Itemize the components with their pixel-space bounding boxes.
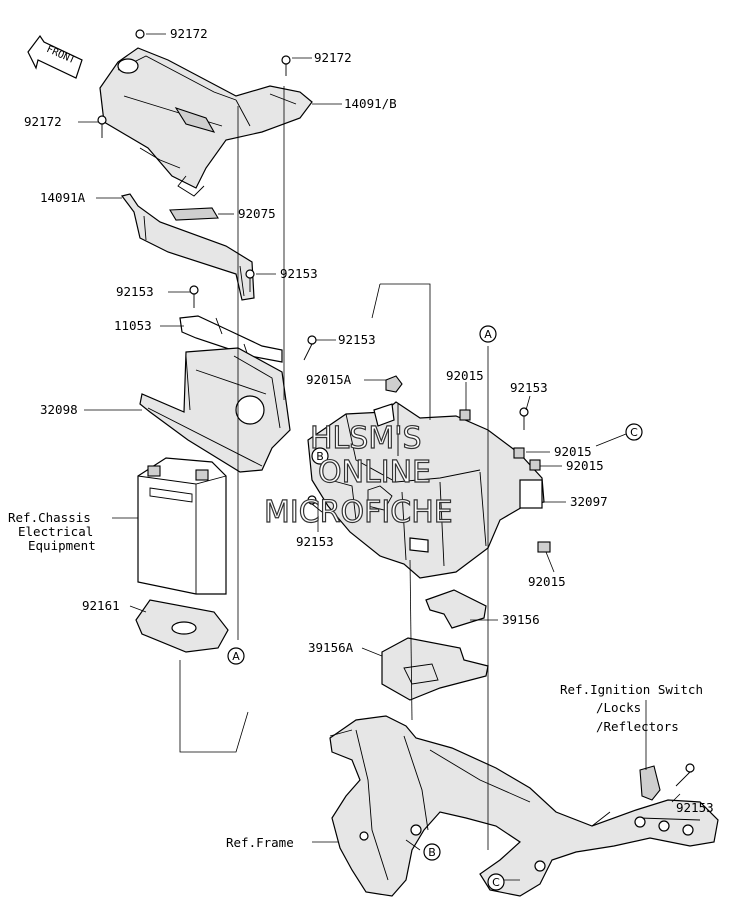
svg-text:A: A: [484, 328, 492, 341]
ignition-reference: Ref.Ignition Switch /Locks /Reflectors: [560, 682, 703, 734]
frame-part: [329, 715, 719, 897]
svg-text:MICROFICHE: MICROFICHE: [264, 495, 453, 530]
label-11053: 11053: [114, 318, 152, 333]
svg-text:/Locks: /Locks: [596, 700, 641, 715]
label-92075: 92075: [238, 206, 276, 221]
label-92153-d: 92153: [510, 380, 548, 395]
callout-b-bottom: B: [423, 843, 441, 861]
svg-text:HLSM'S: HLSM'S: [310, 421, 422, 456]
svg-text:B: B: [316, 450, 324, 463]
callout-c-bottom: C: [487, 873, 505, 891]
clip-92015-d: [537, 541, 551, 553]
svg-text:C: C: [630, 426, 638, 439]
front-arrow-icon: FRONT: [27, 34, 83, 79]
label-92172-left: 92172: [24, 114, 62, 129]
pad-92075: [169, 207, 219, 221]
label-39156: 39156: [502, 612, 540, 627]
callout-c-top: C: [625, 423, 643, 441]
battery-part: [137, 457, 227, 595]
tray-92161: [135, 599, 229, 653]
label-92153-f: 92153: [676, 800, 714, 815]
leader-lines: [78, 33, 681, 881]
label-14091a: 14091A: [40, 190, 86, 205]
clip-92015-c: [529, 459, 541, 471]
part-labels: 92172 92172 14091/B 92172 14091A 92075 9…: [24, 26, 714, 815]
pad-39156a: [381, 637, 489, 701]
label-92153-c: 92153: [338, 332, 376, 347]
label-92015-c: 92015: [566, 458, 604, 473]
svg-text:/Reflectors: /Reflectors: [596, 719, 679, 734]
callout-b-top: B: [311, 447, 329, 465]
svg-text:C: C: [492, 876, 500, 889]
label-92172-mid: 92172: [314, 50, 352, 65]
svg-text:Ref.Chassis: Ref.Chassis: [8, 510, 91, 525]
watermark: HLSM'S ONLINE MICROFICHE: [263, 420, 453, 530]
label-32098: 32098: [40, 402, 78, 417]
electrical-box-32097: [307, 401, 545, 579]
label-92161: 92161: [82, 598, 120, 613]
label-92015-b: 92015: [554, 444, 592, 459]
battery-case-32098: [139, 347, 291, 473]
pad-39156: [425, 589, 487, 629]
svg-text:Ref.Ignition Switch: Ref.Ignition Switch: [560, 682, 703, 697]
bracket-14091a: [120, 193, 255, 301]
clip-92015-a: [459, 409, 471, 421]
frame-reference: Ref.Frame: [226, 835, 294, 850]
callout-a-bottom: A: [227, 647, 245, 665]
callout-a-top: A: [479, 325, 497, 343]
svg-text:ONLINE: ONLINE: [318, 455, 431, 490]
clip-92015-b: [513, 447, 525, 459]
collar-92015a: [385, 375, 403, 393]
label-92015a: 92015A: [306, 372, 352, 387]
chassis-reference: Ref.Chassis Electrical Equipment: [8, 510, 96, 553]
label-92153-e: 92153: [296, 534, 334, 549]
svg-text:B: B: [428, 846, 436, 859]
svg-text:Electrical: Electrical: [18, 524, 93, 539]
label-39156a: 39156A: [308, 640, 354, 655]
top-cover-part: [99, 47, 313, 197]
guide-lines: [179, 86, 647, 850]
label-92153-a: 92153: [280, 266, 318, 281]
svg-text:A: A: [232, 650, 240, 663]
label-92015-d: 92015: [528, 574, 566, 589]
label-14091b: 14091/B: [344, 96, 397, 111]
label-92153-b: 92153: [116, 284, 154, 299]
screw-icons: [97, 29, 695, 787]
label-92015-a: 92015: [446, 368, 484, 383]
ignition-bracket: [639, 765, 661, 801]
svg-text:Equipment: Equipment: [28, 538, 96, 553]
label-32097: 32097: [570, 494, 608, 509]
label-92172-top: 92172: [170, 26, 208, 41]
